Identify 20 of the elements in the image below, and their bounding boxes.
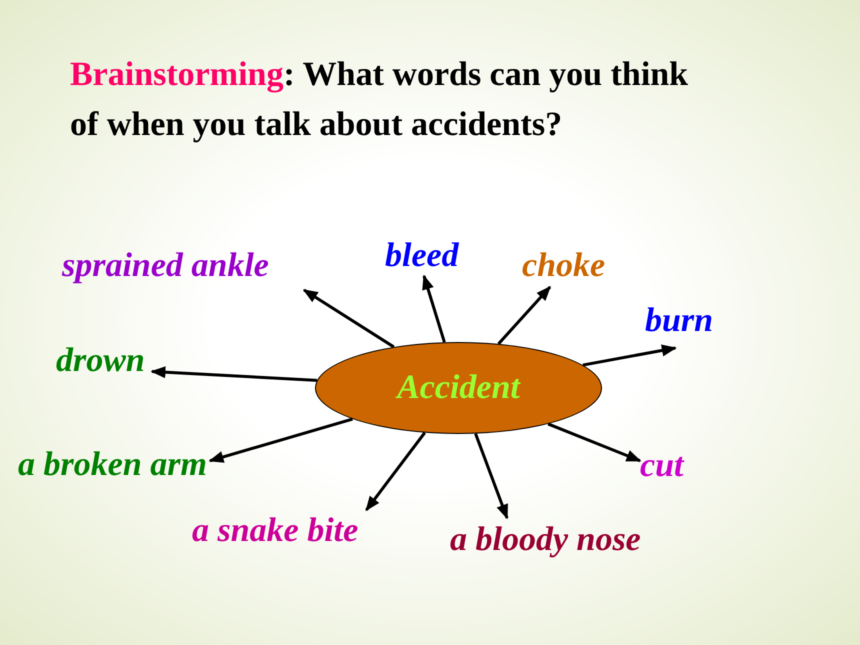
arrow bbox=[302, 288, 395, 348]
word-label: choke bbox=[522, 245, 634, 287]
title: Brainstorming: What words can you think of when you talk about accidents? bbox=[70, 55, 690, 145]
word-label: a snake bite bbox=[192, 510, 410, 552]
arrow bbox=[582, 344, 677, 367]
arrow bbox=[548, 422, 642, 462]
arrow bbox=[208, 418, 353, 463]
arrow bbox=[365, 432, 426, 512]
word-label: bleed bbox=[385, 236, 485, 276]
arrow bbox=[474, 433, 508, 520]
arrow bbox=[422, 274, 446, 343]
arrow bbox=[150, 366, 318, 382]
word-label: a broken arm bbox=[18, 444, 210, 486]
word-label: drown bbox=[56, 340, 152, 382]
word-label: burn bbox=[645, 294, 737, 348]
ellipse-node: Accident bbox=[315, 342, 602, 434]
word-label: a bloody nose bbox=[450, 518, 698, 562]
arrow bbox=[497, 286, 552, 345]
word-label: sprained ankle bbox=[62, 242, 334, 290]
word-label: cut bbox=[640, 446, 708, 486]
